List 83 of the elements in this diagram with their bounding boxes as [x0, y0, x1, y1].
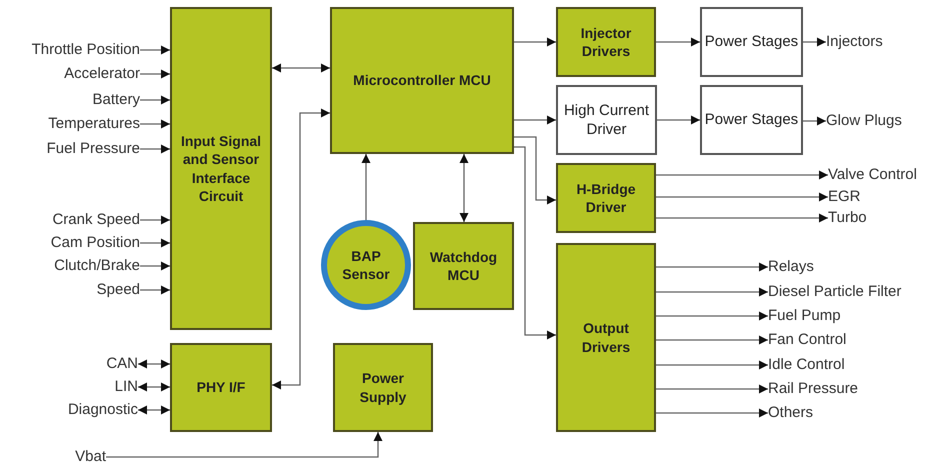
arrow: [656, 336, 768, 344]
arrow: [657, 116, 700, 124]
signal-label: CAN: [0, 354, 138, 374]
block-label: BAP Sensor: [341, 246, 391, 284]
block-label: Microcontroller MCU: [353, 71, 491, 90]
arrow: [514, 146, 556, 340]
signal-label: Crank Speed: [0, 210, 140, 230]
block-label: H-Bridge Driver: [575, 180, 637, 216]
arrow: [656, 384, 768, 394]
signal-label: Turbo: [828, 208, 941, 228]
arrow: [514, 136, 556, 204]
arrow: [106, 432, 382, 458]
arrow: [656, 360, 768, 370]
arrow: [138, 382, 170, 392]
signal-label: Idle Control: [768, 355, 941, 375]
arrow: [362, 154, 370, 220]
signal-label: Cam Position: [0, 233, 140, 253]
block-label: PHY I/F: [196, 378, 246, 397]
signal-label: Diesel Particle Filter: [768, 282, 941, 302]
block-box: [556, 243, 656, 432]
arrow: [140, 262, 170, 270]
signal-label: Accelerator: [0, 64, 140, 84]
signal-label: Diagnostic: [0, 400, 138, 420]
block-box: [556, 163, 656, 233]
block-box: [556, 85, 657, 155]
arrow: [514, 116, 556, 124]
arrow: [656, 38, 700, 46]
arrow: [140, 96, 170, 104]
arrow: [138, 360, 170, 368]
arrow: [656, 408, 768, 418]
signal-label: Rail Pressure: [768, 379, 941, 399]
block-label: Output Drivers: [580, 319, 632, 356]
signal-label: Relays: [768, 257, 941, 277]
arrow: [656, 170, 828, 180]
block-box: [413, 222, 514, 310]
arrow: [803, 116, 826, 126]
signal-label: Speed: [0, 280, 140, 300]
arrow: [140, 216, 170, 224]
block-box: [556, 7, 656, 77]
signal-label: Battery: [0, 90, 140, 110]
signal-label: Fan Control: [768, 330, 941, 350]
signal-label: Others: [768, 403, 941, 423]
block-label: Injector Drivers: [580, 24, 632, 60]
block-label: Power Stages: [704, 110, 798, 130]
block-label: Power Supply: [358, 369, 408, 406]
signal-label: Temperatures: [0, 114, 140, 134]
block-label: Watchdog MCU: [428, 248, 498, 284]
signal-label: Injectors: [826, 32, 941, 52]
arrow: [656, 288, 768, 296]
block-box: [170, 7, 272, 330]
signal-label: Throttle Position: [0, 40, 140, 60]
arrow: [140, 120, 170, 128]
signal-label: Clutch/Brake: [0, 256, 140, 276]
block-label: Input Signal and Sensor Interface Circuit: [180, 132, 262, 205]
signal-label: EGR: [828, 187, 941, 207]
signal-label: LIN: [0, 377, 138, 397]
block-box: [333, 343, 433, 432]
arrow: [656, 214, 828, 222]
arrow: [514, 38, 556, 46]
arrow: [138, 406, 170, 414]
arrow: [140, 286, 170, 294]
signal-label: Vbat: [40, 448, 106, 466]
block-box: [170, 343, 272, 432]
arrow: [803, 38, 826, 46]
signal-label: Valve Control: [828, 165, 941, 185]
block-box: [700, 7, 803, 77]
arrow: [460, 154, 468, 222]
arrow: [140, 70, 170, 78]
arrow: [140, 238, 170, 248]
arrow: [140, 144, 170, 154]
signal-label: Fuel Pump: [768, 306, 941, 326]
arrow: [656, 262, 768, 272]
block-label: High Current Driver: [562, 100, 650, 140]
block-box: [700, 85, 803, 155]
block-box: [330, 7, 514, 154]
block-label: Power Stages: [704, 32, 798, 52]
arrow: [140, 46, 170, 54]
arrow: [272, 64, 330, 72]
arrow: [656, 192, 828, 202]
signal-label: Glow Plugs: [826, 111, 941, 131]
arrow: [656, 312, 768, 320]
arrow: [272, 108, 330, 390]
signal-label: Fuel Pressure: [0, 139, 140, 159]
